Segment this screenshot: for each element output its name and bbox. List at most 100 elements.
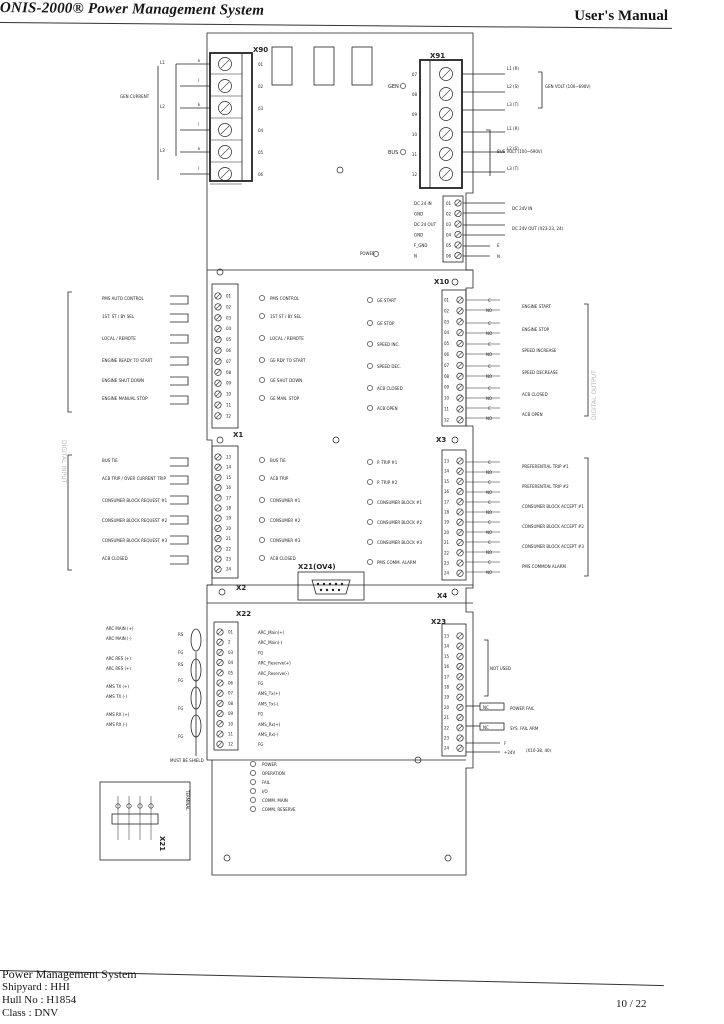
- x22-screw-slot: [217, 711, 223, 716]
- x3-screw-slot: [457, 319, 463, 324]
- x2-terminal-strip: [211, 445, 239, 579]
- x2-label: X2: [236, 584, 246, 592]
- x2-pin-number: 19: [226, 516, 232, 521]
- x3-status-led: [367, 385, 373, 391]
- x22-screw-slot: [217, 701, 223, 706]
- x90-terminal-screw-slot: [220, 125, 230, 135]
- x90-l-mark: l: [198, 122, 199, 127]
- x22-screw: [216, 689, 224, 697]
- x91-pin-number: 07: [412, 72, 418, 77]
- x2-input-label: CONSUMER BLOCK REQUEST #3: [102, 538, 168, 543]
- x4-screw: [456, 539, 464, 547]
- x3-contact-no: NO: [486, 308, 492, 313]
- x1-pin-number: 02: [226, 304, 232, 309]
- x1-pin-number: 11: [226, 403, 232, 408]
- status-led-label: POWER: [262, 762, 277, 767]
- x23-screw: [456, 703, 464, 711]
- x3-screw-slot: [457, 297, 463, 303]
- x3-screw-slot: [457, 341, 463, 346]
- x91-pin-number: 12: [412, 172, 418, 177]
- x3-screw: [456, 318, 464, 326]
- x1-pin-number: 08: [226, 370, 232, 375]
- x90-terminal-screw-slot: [220, 169, 230, 179]
- x22-screw: [216, 638, 224, 646]
- x4-screw: [456, 569, 464, 577]
- x22-screw-slot: [217, 640, 223, 645]
- db9-pin: [322, 582, 326, 586]
- x4-contact-no: NO: [486, 490, 492, 495]
- x1-screw-slot: [215, 370, 221, 375]
- x3-screw-slot: [457, 363, 463, 368]
- x91-terminal-screw-slot: [441, 89, 451, 99]
- x22-pin-number: 2: [228, 640, 231, 645]
- x2-screw: [214, 545, 222, 553]
- side-label-left: DIGITAL INPUT: [60, 440, 67, 484]
- relay-box: [313, 46, 335, 86]
- x1-screw: [214, 336, 222, 344]
- x22-left-label: ARC RES (+): [106, 666, 131, 671]
- x2-led-label: CONSUMER #2: [270, 518, 301, 523]
- x22-screw: [216, 679, 224, 687]
- x91-terminal-screw-slot: [441, 149, 451, 159]
- x1-screw-slot: [215, 304, 221, 310]
- x23-pin-number: 15: [444, 654, 450, 659]
- x2-screw-slot: [215, 567, 221, 572]
- not-used-label: NOT USED: [490, 666, 511, 671]
- x1-input-label: ENGINE READY TO START: [102, 358, 153, 363]
- x3-screw: [456, 405, 464, 413]
- x4-pin-number: 23: [444, 561, 450, 566]
- x22-screw-slot: [217, 731, 223, 737]
- x3-contact-c: C: [488, 321, 491, 326]
- x4-led-label: P. TRIP #1: [377, 460, 398, 465]
- x23-screw: [456, 652, 464, 660]
- x22-screw: [216, 648, 224, 656]
- x2-screw-slot: [215, 546, 221, 551]
- diagram-frame: [67, 32, 589, 876]
- x23-screw-slot: [457, 684, 463, 690]
- x1-led-label: GE RDY TO START: [270, 358, 306, 363]
- x4-screw: [456, 518, 464, 526]
- x90-k-mark: k: [198, 146, 201, 151]
- x3-screw: [456, 350, 464, 359]
- x1-pin-number: 01: [226, 294, 232, 299]
- power-terminal-screw-slot: [455, 232, 461, 237]
- x23-screw-slot: [457, 633, 463, 639]
- x3-pin-number: 01: [444, 298, 450, 303]
- x2-pin-number: 22: [226, 546, 232, 551]
- x2-screw-slot: [215, 495, 221, 500]
- x1-pin-number: 12: [226, 413, 232, 418]
- x2-pin-number: 23: [226, 557, 232, 562]
- x4-output-label: CONSUMER BLOCK ACCEPT #2: [522, 524, 584, 529]
- x22-screw: [216, 669, 224, 677]
- x3-screw: [456, 296, 464, 304]
- relay-box: [271, 46, 293, 86]
- x2-status-led: [259, 555, 265, 561]
- x4-contact-no: NO: [486, 550, 492, 555]
- x90-pin-number: 02: [258, 84, 264, 89]
- x22-right-label: FG: [258, 712, 263, 717]
- x3-pin-number: 02: [444, 308, 450, 313]
- x3-led-label: GE START: [377, 298, 397, 303]
- gen-volt-phase-label: L1 (R): [507, 66, 519, 71]
- db9-pin: [328, 582, 332, 586]
- x22-fg-label: FG: [178, 706, 183, 711]
- power-wiring: [463, 202, 505, 257]
- x1-screw: [214, 412, 222, 420]
- x22-right-label: ARC_Reserve(-): [258, 671, 289, 676]
- x1-pin-number: 07: [226, 359, 232, 364]
- x3-led-label: GE STOP: [377, 321, 395, 326]
- x2-screw: [214, 565, 222, 573]
- x3-led-label: SPEED DEC.: [377, 364, 401, 369]
- power-terminal-screw: [454, 199, 462, 207]
- x2-led-label: ACB CLOSED: [270, 556, 296, 561]
- x4-contact-no: NO: [486, 530, 492, 535]
- x1-screw: [214, 303, 222, 311]
- x23-pin-number: 16: [444, 664, 450, 669]
- x4-contact-no: NO: [486, 510, 492, 515]
- x91-pin-number: 08: [412, 92, 418, 97]
- x1-terminal-strip: [211, 283, 239, 429]
- x4-screw-slot: [457, 499, 463, 504]
- x4-screw-slot: [457, 509, 463, 515]
- x4-screw: [456, 477, 464, 485]
- x3-screw: [456, 340, 464, 348]
